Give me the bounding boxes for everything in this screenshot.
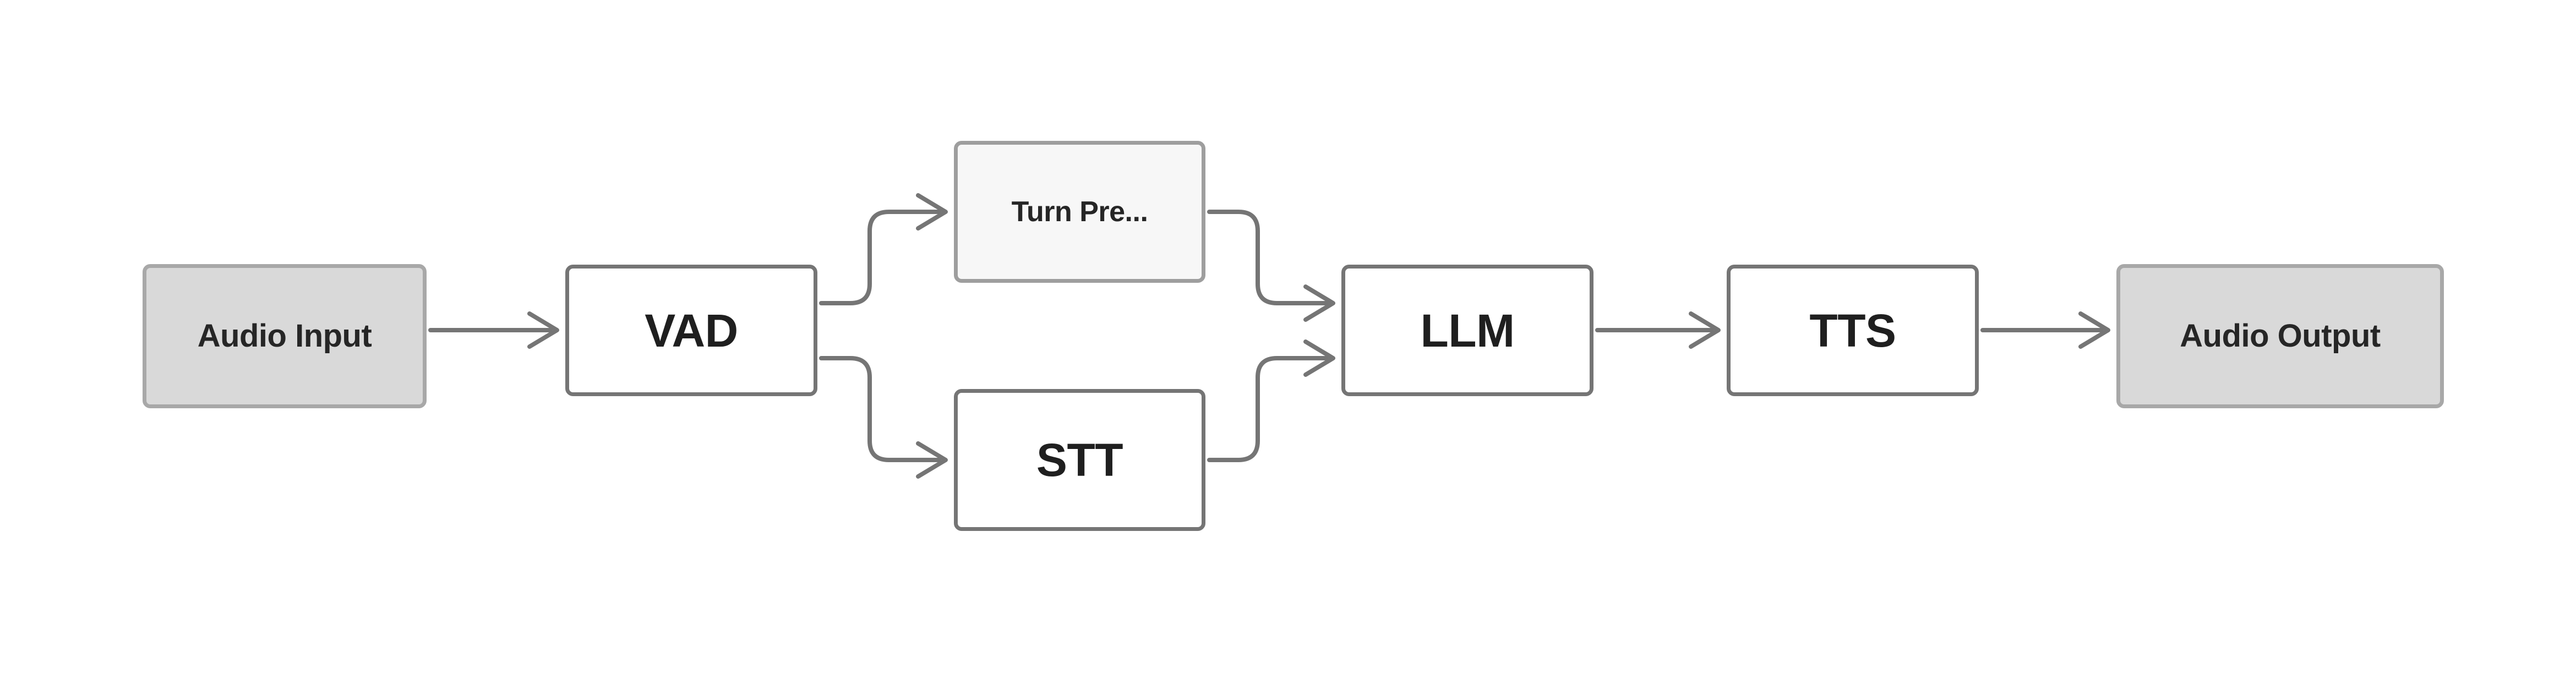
node-audio-output[interactable]: Audio Output	[2116, 264, 2444, 408]
node-audio-output-label: Audio Output	[2180, 318, 2381, 354]
node-llm[interactable]: LLM	[1341, 265, 1593, 396]
node-tts-label: TTS	[1809, 304, 1896, 357]
edge-vad-to-stt	[819, 356, 948, 479]
edge-tts-to-audio-output	[1980, 311, 2110, 349]
node-audio-input[interactable]: Audio Input	[143, 264, 427, 408]
node-audio-input-label: Audio Input	[197, 318, 372, 354]
node-vad[interactable]: VAD	[565, 265, 817, 396]
node-llm-label: LLM	[1420, 304, 1515, 357]
node-stt[interactable]: STT	[954, 389, 1205, 531]
node-stt-label: STT	[1036, 434, 1123, 486]
node-tts[interactable]: TTS	[1727, 265, 1979, 396]
edge-stt-to-llm	[1207, 339, 1335, 462]
node-turn-prediction[interactable]: Turn Pre...	[954, 141, 1205, 283]
edge-llm-to-tts	[1595, 311, 1721, 349]
node-turn-prediction-label: Turn Pre...	[1011, 196, 1148, 228]
edge-vad-to-turn-pre	[819, 193, 948, 305]
edge-turn-pre-to-llm	[1207, 210, 1335, 322]
node-vad-label: VAD	[645, 304, 738, 357]
edge-audio-input-to-vad	[428, 311, 559, 349]
